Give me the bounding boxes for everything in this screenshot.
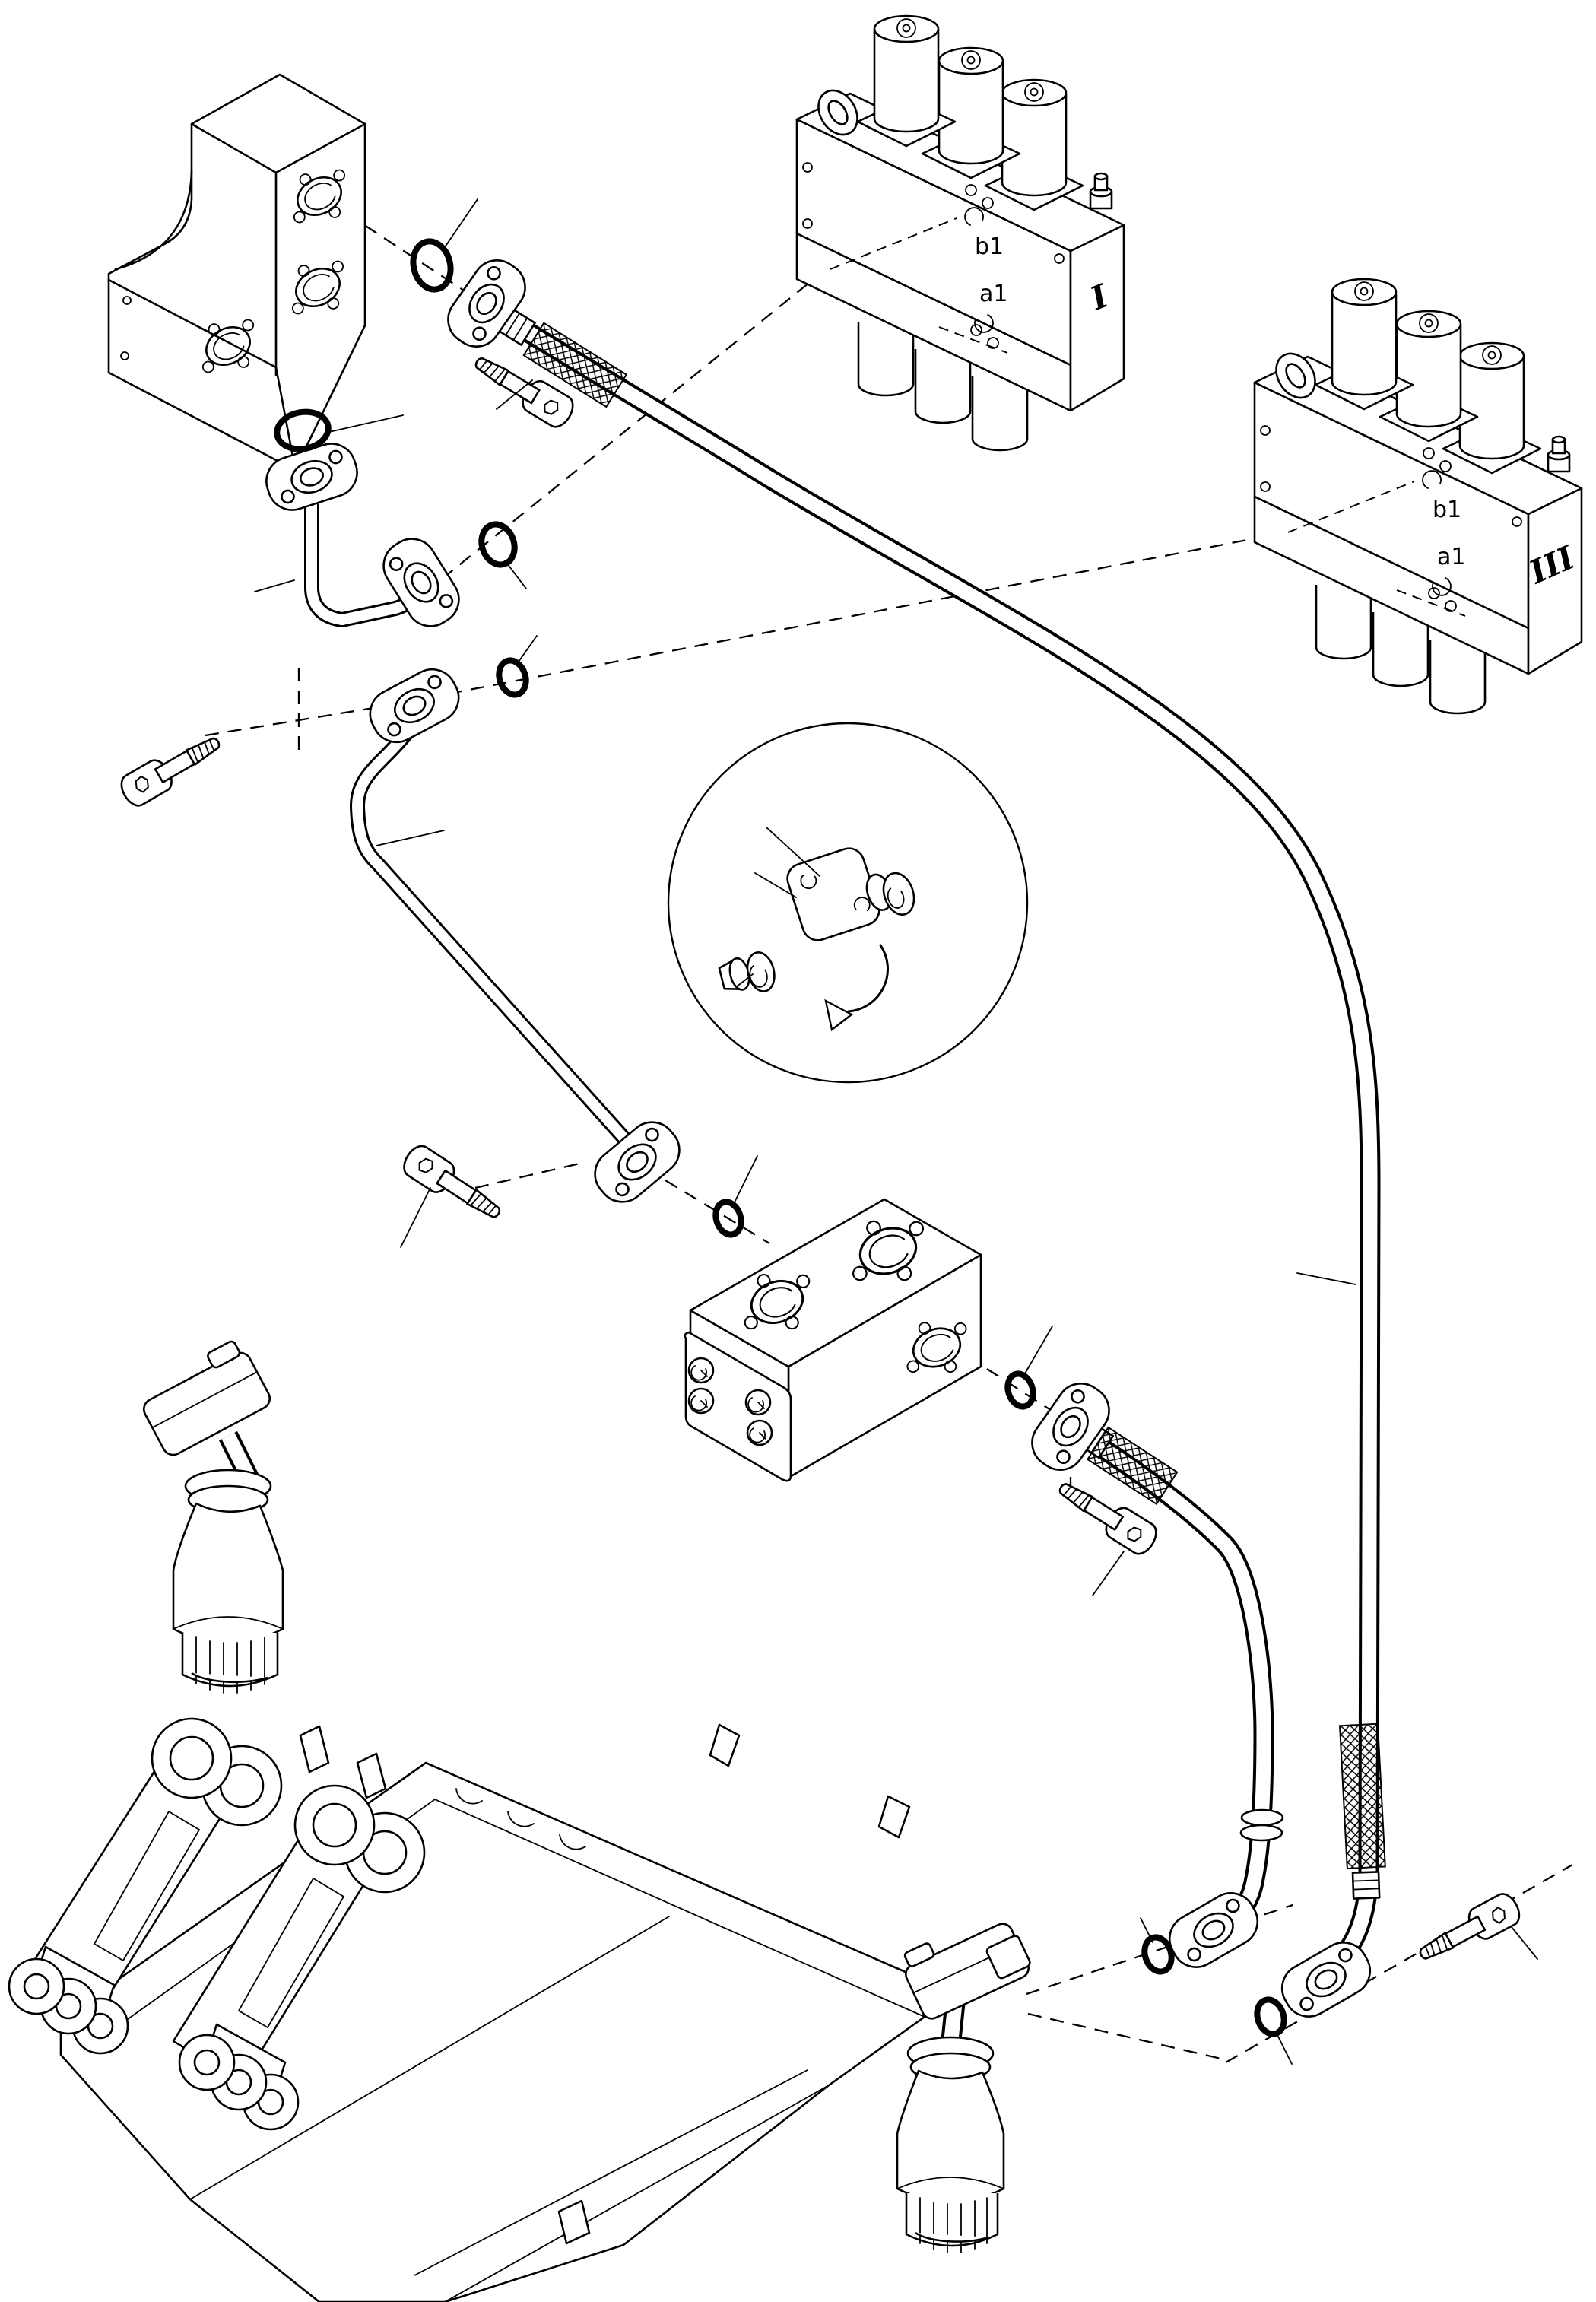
- o-ring: [712, 1199, 744, 1238]
- clevis-lugs-left: [8, 1945, 129, 2055]
- flange-connector: [584, 1111, 690, 1213]
- arm1-pin-bosses: [151, 1717, 283, 1827]
- elbow-tube: [259, 436, 469, 637]
- o-ring: [1141, 1934, 1175, 1975]
- flange-connector: [360, 659, 468, 752]
- arm2-pin-bosses: [293, 1784, 426, 1894]
- flange-connector: [1272, 1932, 1380, 2027]
- fitting-detail-inset: [667, 722, 1029, 1084]
- valve3-port-a-label: a1: [1437, 544, 1465, 570]
- valve3-port-b-label: b1: [1433, 497, 1461, 523]
- clevis-lugs-center: [178, 2023, 300, 2131]
- o-ring: [496, 657, 529, 698]
- manifold-block: [107, 73, 366, 472]
- o-rings: [274, 238, 1287, 2037]
- o-ring: [478, 521, 518, 568]
- ppc-joystick-right: [896, 1923, 1031, 2253]
- o-ring: [410, 238, 454, 293]
- socket-bolt: [115, 726, 228, 811]
- o-ring: [1004, 1370, 1036, 1410]
- short-hose-assembly: [1021, 1373, 1284, 1977]
- valve1-port-b-label: b1: [975, 233, 1004, 260]
- flange-connector: [373, 529, 469, 637]
- control-valve-I: b1 a1 I: [797, 16, 1124, 450]
- rotation-arrow-icon: [824, 944, 889, 1032]
- o-ring: [274, 408, 332, 452]
- o-ring: [1254, 1996, 1287, 2037]
- plug-fitting: [718, 951, 776, 992]
- junction-block: [684, 1198, 982, 1482]
- control-valve-III: b1 a1 III: [1255, 279, 1582, 713]
- mounting-bolts: [115, 346, 1525, 1971]
- socket-bolt: [398, 1140, 509, 1230]
- valve1-port-a-label: a1: [979, 281, 1007, 307]
- long-hose-assembly: [437, 249, 1386, 2027]
- ppc-joystick-left: [142, 1340, 284, 1694]
- bent-tube: [349, 659, 690, 1213]
- socket-bolt: [1412, 1888, 1525, 1971]
- revolving-frame: [8, 1717, 926, 2302]
- leader-lines: [254, 198, 1538, 2065]
